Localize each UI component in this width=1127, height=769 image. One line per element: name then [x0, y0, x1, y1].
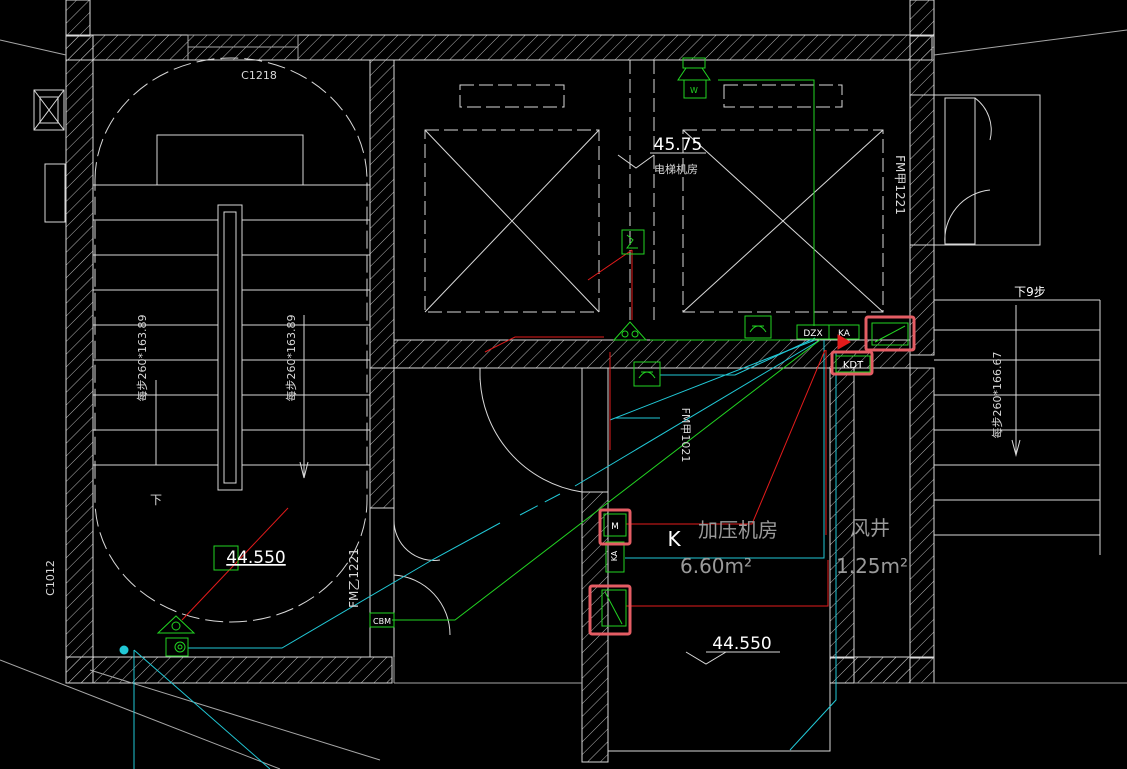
wall-press-right — [829, 367, 855, 659]
pressurization-room-name: 加压机房 — [698, 518, 778, 542]
symbols: W DZX KA — [156, 57, 909, 657]
stairwell — [92, 57, 371, 658]
ka-side-box[interactable]: KA — [605, 541, 625, 573]
air-shaft-name: 风井 — [850, 516, 890, 540]
wall-divider-lower — [369, 367, 395, 509]
stair-down-mark: 下 — [150, 493, 162, 507]
alarm-symbol-wall[interactable] — [612, 321, 648, 341]
dzx-ka-box[interactable]: DZX KA — [796, 324, 860, 340]
w-speaker-symbol[interactable]: W — [677, 57, 711, 99]
wall-top-stub-right — [909, 0, 935, 37]
kdt-box-inner: KDT — [835, 355, 871, 373]
walls — [65, 0, 935, 763]
machine-room-elevation: 45.75 — [654, 135, 703, 155]
damper-symbol[interactable] — [588, 584, 632, 636]
air-shaft-area: 1.25m² — [836, 554, 908, 578]
wall-press-left — [581, 491, 609, 763]
stair-down-9-label: 下9步 — [1014, 285, 1046, 299]
stair-note-right: 每步260*166.67 — [990, 352, 1004, 439]
handset-symbol-top[interactable] — [744, 315, 772, 339]
kdt-label: KDT — [843, 360, 864, 371]
handrail — [217, 204, 243, 491]
door-fm-jia-1021-label: FM甲1021 — [679, 408, 692, 463]
junction-box-landing[interactable] — [213, 545, 239, 571]
machine-room-name: 电梯机房 — [654, 162, 698, 176]
red-arrow-marker — [837, 334, 851, 350]
fan-symbol-top-inner — [871, 322, 909, 346]
door-fm-yi-1221-label: FM乙1221 — [347, 548, 361, 608]
highlight-boxes — [588, 315, 916, 636]
wall-divider-upper — [369, 59, 395, 369]
left-equipment — [33, 89, 66, 223]
stair-note-left: 每步260*163.89 — [135, 315, 149, 402]
wall-top-stub-left — [65, 0, 91, 37]
door-fm-jia-1221-label: FM甲1221 — [893, 155, 907, 215]
wall-right-upper — [909, 34, 935, 96]
window-c1012-label: C1012 — [44, 560, 57, 596]
wall-left — [65, 34, 94, 684]
kdt-symbol[interactable] — [830, 350, 874, 376]
stair-treads — [93, 134, 370, 466]
pressurization-elevation: 44.550 — [712, 634, 771, 654]
cyan-wiring — [119, 337, 837, 769]
cbm-label: CBM — [373, 617, 391, 626]
pressurization-room — [607, 367, 911, 752]
wall-shaft-right — [909, 367, 935, 659]
window-c1218-label: C1218 — [241, 69, 277, 82]
damper-inner — [601, 589, 627, 627]
flow-switch-symbol[interactable] — [621, 229, 645, 255]
motor-m-inner: M — [603, 513, 627, 537]
machine-room — [393, 59, 911, 341]
text-labels: C1218 C1012 45.75 电梯机房 FM甲1221 FM乙1221 F… — [44, 69, 1046, 654]
stair-note-mid: 每步260*163.89 — [284, 315, 298, 402]
wall-press-bottom-stub — [853, 656, 911, 684]
red-wiring — [181, 249, 829, 621]
stair-landing-elevation: 44.550 — [226, 548, 285, 568]
motor-m-symbol[interactable] — [598, 508, 632, 546]
dzx-label: DZX — [803, 329, 822, 339]
m-label: M — [611, 522, 619, 532]
green-wiring — [392, 79, 821, 621]
alarm-symbol-stair[interactable] — [156, 615, 196, 657]
handset-symbol-mid[interactable] — [633, 361, 661, 387]
doors — [393, 94, 1101, 657]
fan-symbol-top[interactable] — [864, 315, 916, 352]
wall-bottom — [65, 656, 393, 684]
letter-k: K — [667, 527, 681, 551]
w-label: W — [690, 86, 698, 95]
pressurization-room-area: 6.60m² — [680, 554, 752, 578]
cbm-box[interactable]: CBM — [369, 612, 395, 628]
ka-side-label: KA — [610, 550, 619, 561]
ka-top-label: KA — [838, 329, 851, 339]
